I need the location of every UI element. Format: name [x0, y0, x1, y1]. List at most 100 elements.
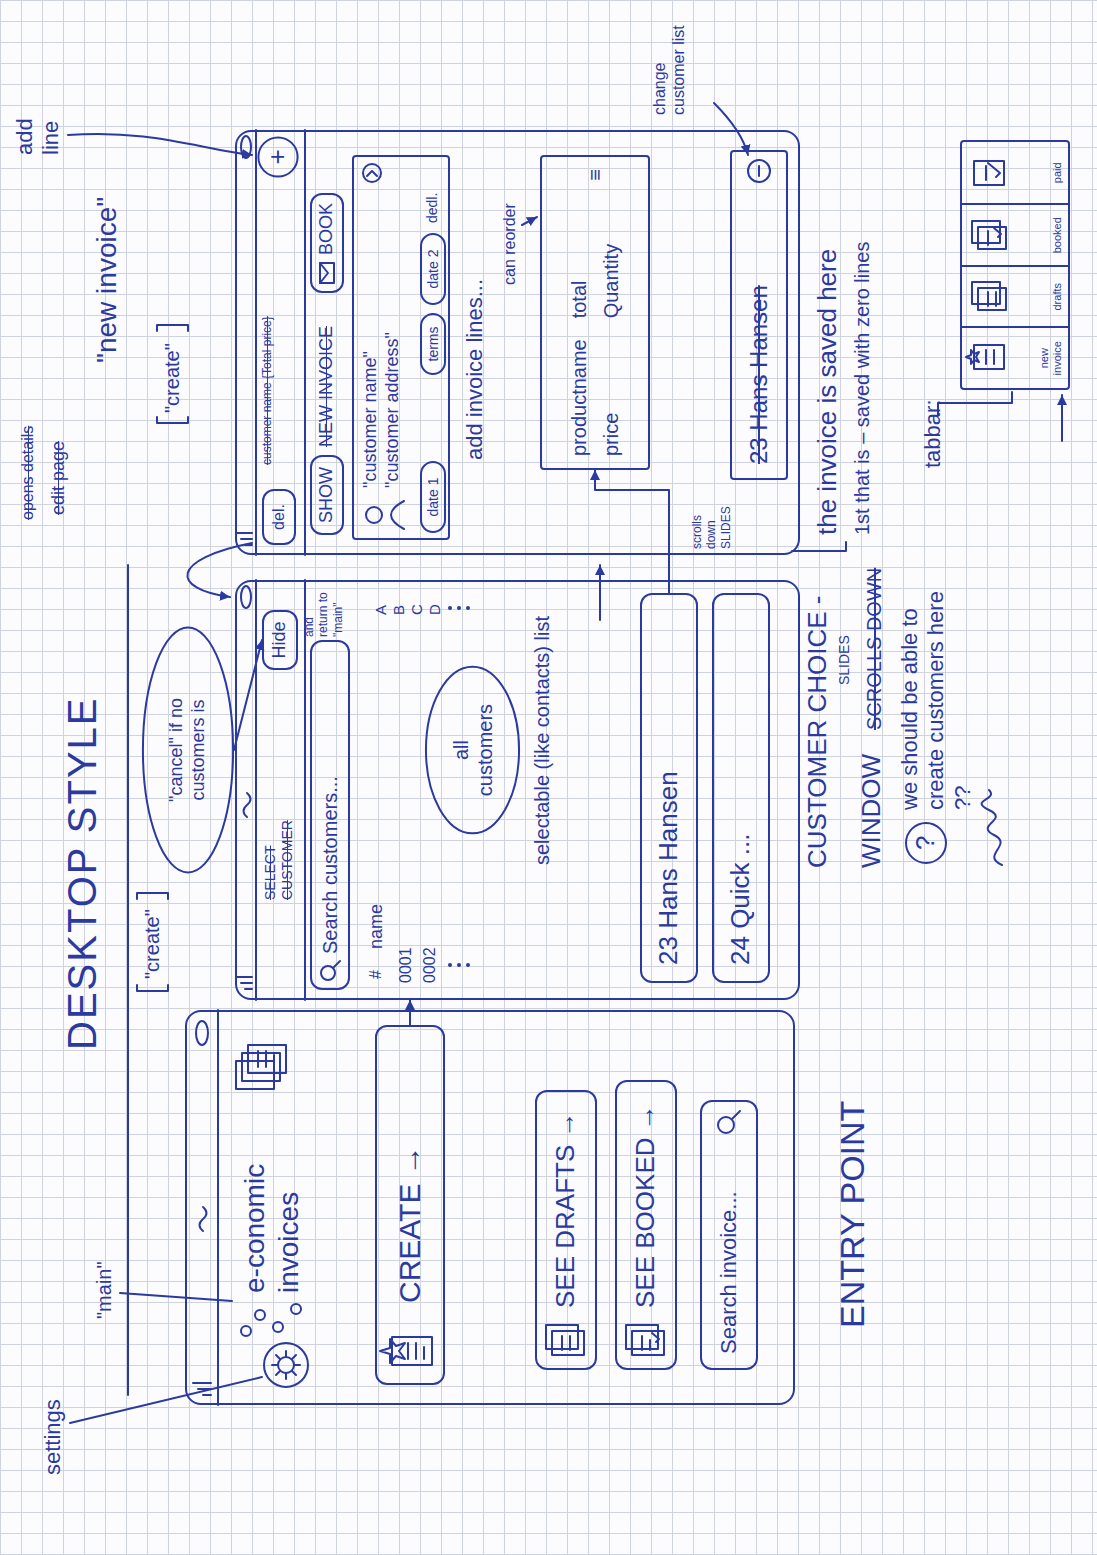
star-icon: [380, 1339, 405, 1363]
detail-icon: [363, 164, 381, 182]
circled-note: all customers: [425, 665, 520, 835]
tab-icon: [988, 292, 996, 306]
column-header: name: [366, 904, 388, 949]
box-text: SHOW: [316, 465, 338, 525]
row-number: 0001: [396, 947, 415, 983]
annotation: selectable (like contacts) list: [530, 590, 554, 865]
search-field: Search invoice...: [700, 1100, 758, 1370]
struck-title: customer name {Total price}: [260, 315, 274, 465]
detail-icon: [367, 171, 377, 176]
menu-button: SEE BOOKED →: [615, 1080, 677, 1370]
box-text: booked: [1051, 208, 1064, 264]
struck-title: SELECT CUSTOMER: [262, 805, 296, 900]
struck-title: NEW INVOICE: [316, 326, 338, 447]
annotation: SLIDES: [836, 635, 853, 685]
annotation: edit page: [48, 441, 70, 515]
create-button: CREATE →: [375, 1025, 445, 1385]
box-text: Hide: [269, 618, 291, 662]
tab-icon: [974, 161, 1004, 185]
box-text: BOOK: [316, 203, 338, 255]
box-text: Search invoice...: [716, 1142, 742, 1354]
screen-frame: "new invoice"del.+SHOWBOOK"customer name…: [235, 130, 800, 555]
page-title: DESKTOP STYLE: [58, 696, 106, 1050]
box-text: CREATE →: [392, 1043, 428, 1303]
person-icon: [366, 507, 382, 523]
logo-icon: [258, 1051, 274, 1067]
box-text: productname: [567, 328, 591, 456]
tab-item: paid: [962, 142, 1068, 204]
document-icon: [626, 1325, 658, 1349]
document-icon: [562, 1336, 570, 1350]
date-pill: terms: [420, 313, 446, 375]
screen-title: SCROLLS DOWN: [862, 568, 886, 730]
search-field: Search customers...: [310, 640, 350, 990]
ellipse-outline: [425, 665, 520, 835]
document-icon: [408, 1343, 424, 1359]
box-text: Quantity: [599, 191, 623, 319]
ellipsis-dot: [457, 606, 461, 610]
annotation: the invoice is saved here: [812, 249, 843, 535]
note-bracket: [792, 542, 846, 551]
mail-icon: [320, 263, 334, 283]
ellipsis-dot: [448, 606, 452, 610]
annotation: change customer list: [650, 20, 688, 115]
ellipse-outline: [258, 137, 297, 176]
tab-icon: [974, 345, 1004, 369]
screen-title: tabbar:: [920, 400, 946, 469]
box-text: SEE BOOKED →: [630, 1094, 661, 1308]
signal-icon: [237, 533, 252, 545]
tab-icon: [986, 163, 1000, 180]
bracket: [157, 325, 188, 423]
box-text: 23 Hans Hansen: [653, 611, 684, 965]
status-bar-line: [256, 580, 305, 1000]
change-icon: [748, 160, 770, 182]
callout-oval: "cancel" if no customers is: [142, 625, 234, 875]
annotation: can reorder: [500, 203, 519, 285]
screen-frame: ENTRY POINTCREATE →SEE DRAFTS →SEE BOOKE…: [185, 1010, 795, 1405]
tab-item: drafts: [962, 265, 1068, 327]
annotation: "create": [160, 343, 184, 413]
box-text: 23 Hans Hansen: [745, 192, 774, 464]
signature-scribble: [982, 790, 1002, 865]
box-text: +: [262, 137, 293, 177]
bracket: [938, 392, 1012, 415]
show-button: SHOW: [310, 455, 344, 535]
customer-row: 24 Quick ...: [712, 593, 770, 983]
tab-icon: [972, 221, 1000, 243]
battery-icon: [241, 586, 251, 608]
dot-icon: [241, 1326, 251, 1336]
screen-frame: CUSTOMER CHOICE -HideSearch customers...…: [235, 580, 800, 1000]
screen-title: ENTRY POINT: [832, 1101, 873, 1328]
leader-line: [68, 134, 252, 155]
date-field: dedl.: [424, 193, 441, 223]
dot-icon: [273, 1322, 283, 1332]
status-bar-line: [256, 130, 305, 555]
annotation: 1st that is – saved with zero lines: [850, 242, 874, 535]
box-text: price: [599, 328, 623, 456]
box-text: 24 Quick ...: [725, 611, 756, 965]
alphabet-index: A B C D: [372, 601, 444, 615]
box-text: drafts: [1051, 269, 1064, 325]
add-line-button: +: [258, 137, 298, 177]
question-mark: ?: [910, 836, 941, 850]
flow-connector: [234, 640, 262, 750]
book-button: BOOK: [310, 193, 344, 293]
column-header: #: [366, 970, 385, 979]
tab-icon: [988, 228, 1001, 245]
annotation: add invoice lines...: [462, 279, 488, 460]
wifi-icon: [244, 793, 251, 817]
screen-title: "new invoice": [90, 197, 124, 363]
flow-connector: [409, 1000, 411, 1025]
annotation: "create": [140, 909, 164, 979]
box-text: "cancel" if no customers is: [166, 663, 209, 837]
tab-icon: [978, 288, 1006, 310]
bracket: [137, 893, 168, 991]
box-text: terms: [425, 321, 442, 367]
hide-button: Hide: [262, 610, 298, 670]
dot-icon: [291, 1304, 301, 1314]
ellipsis-dot: [466, 606, 470, 610]
battery-icon: [196, 1021, 208, 1045]
search-icon: [333, 961, 340, 968]
document-icon: [392, 1337, 432, 1365]
box-text: ≡: [583, 169, 607, 181]
